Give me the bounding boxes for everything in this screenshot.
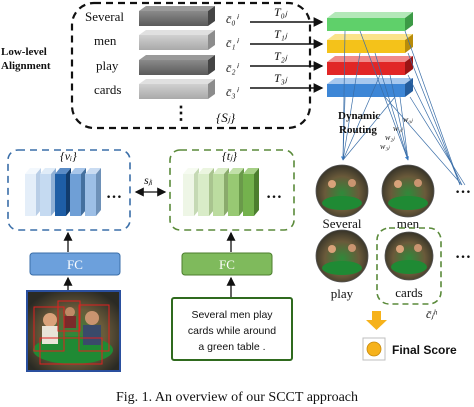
transform-0: T₀ⱼ xyxy=(250,5,413,31)
word-label: play xyxy=(96,58,119,73)
transform-block-top xyxy=(327,34,413,40)
image-feature-bar xyxy=(70,168,86,216)
transform-block-top xyxy=(327,56,413,62)
word-bar-side xyxy=(208,55,215,75)
alignment-label-2: Alignment xyxy=(1,60,51,72)
transform-block-side xyxy=(405,78,413,97)
word-label: men xyxy=(94,33,117,48)
transform-2: T₂ⱼ xyxy=(250,49,413,75)
text-feature-bar xyxy=(183,168,199,216)
word-bar xyxy=(139,84,208,99)
ch-label: c̄ⱼʰ xyxy=(426,307,437,321)
image-feature-bar xyxy=(85,168,101,216)
routing-label-2: Routing xyxy=(339,124,377,136)
transform-block-top xyxy=(327,12,413,18)
transform-block xyxy=(327,62,405,75)
input-photo xyxy=(26,290,121,372)
thumb-cards: cards xyxy=(384,231,434,300)
word-var: c̄₂ⁱ xyxy=(226,61,239,75)
word-bar-top xyxy=(139,79,215,84)
transform-block-top xyxy=(327,78,413,84)
fc-left-label: FC xyxy=(67,257,83,272)
thumb-label: cards xyxy=(395,285,422,300)
image-set-label: {vᵢ} xyxy=(60,149,77,163)
thumb-label: play xyxy=(331,286,354,301)
thumb-several: Several xyxy=(315,164,369,231)
word-bar-side xyxy=(208,6,215,26)
text-feature-bars xyxy=(183,168,259,216)
word-row-2: play c̄₂ⁱ xyxy=(96,55,239,75)
transform-block-side xyxy=(405,12,413,31)
alignment-label: Low-level xyxy=(1,46,47,58)
image-feature-bars xyxy=(25,168,101,216)
word-bar xyxy=(139,60,208,75)
routing-weight: w₂ⱼ xyxy=(385,133,395,142)
word-bar-top xyxy=(139,55,215,60)
caption-box xyxy=(171,297,293,361)
caption-line: cards while around xyxy=(188,325,276,337)
text-feature-bar xyxy=(213,168,229,216)
transform-label: T₁ⱼ xyxy=(274,27,288,41)
image-feature-bar xyxy=(40,168,56,216)
score-icon xyxy=(366,341,382,357)
caption-line: a green table . xyxy=(198,341,265,353)
thumb-play: play xyxy=(315,229,369,301)
word-label: cards xyxy=(94,82,121,97)
figure-caption: Fig. 1. An overview of our SCCT approach xyxy=(116,390,358,405)
routing-weight: w₀ⱼ xyxy=(403,115,413,124)
image-feature-bar xyxy=(55,168,71,216)
text-feature-box xyxy=(169,149,295,231)
transform-label: T₀ⱼ xyxy=(274,5,288,19)
text-feature-dots: … xyxy=(266,185,282,202)
thumb-men: men xyxy=(381,164,435,231)
image-feature-dots: … xyxy=(106,185,122,202)
fc-right-block: FC xyxy=(181,252,273,276)
routing-weight: w₃ⱼ xyxy=(380,142,390,151)
transform-label: T₂ⱼ xyxy=(274,49,288,63)
routing-weight: w₁ⱼ xyxy=(393,124,403,133)
image-feature-box xyxy=(7,149,131,231)
word-bar xyxy=(139,35,208,50)
final-score-label: Final Score xyxy=(392,343,457,357)
selected-thumb-box xyxy=(376,227,442,305)
word-bar xyxy=(139,11,208,26)
routing-label: Dynamic xyxy=(338,110,380,122)
word-var: c̄₃ⁱ xyxy=(226,85,239,99)
final-score: Final Score xyxy=(362,337,457,361)
word-bar-top xyxy=(139,6,215,11)
text-set-label: {tⱼ} xyxy=(222,149,237,163)
routing-lines xyxy=(340,30,466,186)
word-row-0: Several c̄₀ⁱ xyxy=(85,6,239,26)
word-bar-top xyxy=(139,30,215,35)
word-bar-side xyxy=(208,79,215,99)
thumb-row-dots: … xyxy=(455,180,471,197)
word-var: c̄₁ⁱ xyxy=(226,36,239,50)
word-bar-side xyxy=(208,30,215,50)
thumb-row-2-dots: … xyxy=(455,245,471,262)
thumb-label: Several xyxy=(323,216,362,231)
transform-block xyxy=(327,18,405,31)
transform-label: T₃ⱼ xyxy=(274,71,288,85)
similarity-label: sⱼᵢ xyxy=(144,173,153,187)
word-row-1: men c̄₁ⁱ xyxy=(94,30,239,50)
image-feature-bar xyxy=(25,168,41,216)
text-feature-bar xyxy=(228,168,244,216)
word-row-3: cards c̄₃ⁱ xyxy=(94,79,239,99)
fc-left-block: FC xyxy=(29,252,121,276)
fc-right-label: FC xyxy=(219,257,235,272)
caption-line: Several men play xyxy=(191,309,273,321)
word-ellipsis: ⋮ xyxy=(172,103,190,123)
word-var: c̄₀ⁱ xyxy=(226,12,239,26)
set-label: {Sⱼ} xyxy=(216,110,236,125)
text-feature-bar xyxy=(243,168,259,216)
orange-down-arrow xyxy=(366,311,387,330)
text-feature-bar xyxy=(198,168,214,216)
word-label: Several xyxy=(85,9,124,24)
